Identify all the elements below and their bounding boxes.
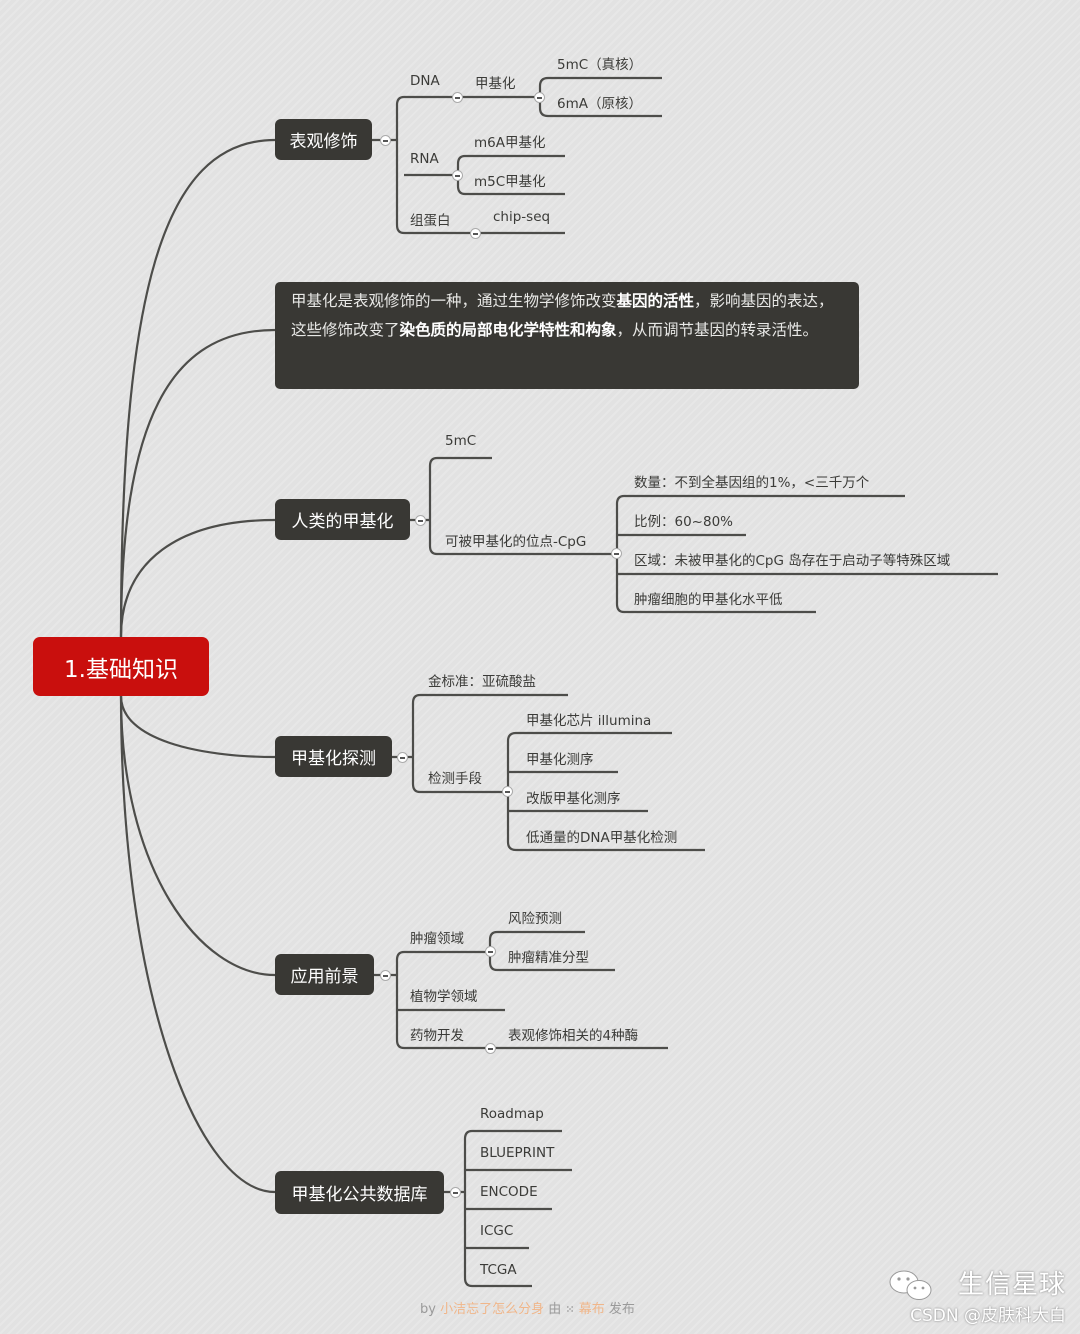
label-tumor-level: 肿瘤细胞的甲基化水平低: [634, 592, 783, 608]
label-dna: DNA: [410, 73, 440, 89]
collapse-toggle-icon[interactable]: [452, 92, 463, 103]
node-detection[interactable]: 甲基化探测: [275, 736, 392, 777]
desc-text: 甲基化是表观修饰的一种，通过生物学修饰改变: [291, 292, 617, 310]
collapse-toggle-icon[interactable]: [485, 1043, 496, 1054]
collapse-toggle-icon[interactable]: [380, 970, 391, 981]
footer-via: 由: [548, 1302, 562, 1317]
label-drug: 药物开发: [410, 1028, 464, 1044]
desc-bold: 基因的活性: [616, 292, 695, 310]
node-label: 应用前景: [290, 967, 359, 987]
root-label: 1.基础知识: [64, 656, 178, 683]
label-cpg: 可被甲基化的位点-CpG: [445, 534, 587, 550]
label-ratio: 比例：60~80%: [634, 514, 733, 530]
footer-app[interactable]: 幕布: [578, 1302, 605, 1317]
collapse-toggle-icon[interactable]: [470, 228, 481, 239]
label-region: 区域：未被甲基化的CpG 岛存在于启动子等特殊区域: [634, 553, 951, 569]
label-lowthru: 低通量的DNA甲基化检测: [526, 830, 678, 846]
footer-credit: by 小洁忘了怎么分身 由 ⁙ 幕布 发布: [420, 1298, 635, 1317]
label-seq: 甲基化测序: [526, 752, 594, 768]
label-m5c: m5C甲基化: [474, 174, 546, 190]
label-5mc-euk: 5mC（真核）: [557, 57, 643, 73]
watermark: 生信星球 CSDN @皮肤科大白: [910, 1264, 1066, 1326]
collapse-toggle-icon[interactable]: [611, 548, 622, 559]
node-epigenetics[interactable]: 表观修饰: [275, 119, 372, 160]
collapse-toggle-icon[interactable]: [485, 946, 496, 957]
collapse-toggle-icon[interactable]: [380, 135, 391, 146]
label-tumor-field: 肿瘤领域: [410, 931, 464, 947]
watermark-title: 生信星球: [957, 1270, 1066, 1300]
node-label: 甲基化公共数据库: [291, 1185, 428, 1205]
node-human-methylation[interactable]: 人类的甲基化: [275, 499, 410, 540]
footer-author[interactable]: 小洁忘了怎么分身: [440, 1302, 545, 1317]
collapse-toggle-icon[interactable]: [502, 786, 513, 797]
mubu-logo-icon: ⁙: [565, 1303, 575, 1316]
label-methods: 检测手段: [428, 771, 482, 787]
db-item: ENCODE: [480, 1184, 538, 1200]
footer-publish: 发布: [608, 1302, 635, 1317]
wechat-icon: [889, 1270, 932, 1300]
description-node[interactable]: 甲基化是表观修饰的一种，通过生物学修饰改变基因的活性，影响基因的表达，这些修饰改…: [275, 282, 859, 389]
db-item: Roadmap: [480, 1106, 544, 1122]
collapse-toggle-icon[interactable]: [452, 170, 463, 181]
label-modseq: 改版甲基化测序: [526, 791, 621, 807]
root-node[interactable]: 1.基础知识: [33, 637, 209, 696]
collapse-toggle-icon[interactable]: [534, 92, 545, 103]
label-5mc: 5mC: [445, 433, 477, 449]
collapse-toggle-icon[interactable]: [397, 752, 408, 763]
label-m6a: m6A甲基化: [474, 135, 546, 151]
label-chipseq: chip-seq: [493, 209, 551, 225]
watermark-csdn: CSDN @皮肤科大白: [910, 1306, 1066, 1326]
label-dna-methylation: 甲基化: [475, 76, 516, 92]
desc-bold: 染色质的局部电化学特性和构象: [399, 321, 617, 339]
label-count: 数量：不到全基因组的1%，<三千万个: [634, 475, 870, 491]
label-risk: 风险预测: [508, 911, 562, 927]
label-rna: RNA: [410, 151, 439, 167]
node-application[interactable]: 应用前景: [275, 954, 374, 995]
db-item: BLUEPRINT: [480, 1145, 555, 1161]
label-6ma-prok: 6mA（原核）: [557, 96, 642, 112]
collapse-toggle-icon[interactable]: [415, 515, 426, 526]
footer-by: by: [420, 1302, 436, 1317]
collapse-toggle-icon[interactable]: [450, 1187, 461, 1198]
node-label: 人类的甲基化: [291, 512, 394, 532]
label-histone: 组蛋白: [410, 213, 451, 229]
label-gold-standard: 金标准：亚硫酸盐: [428, 674, 536, 690]
desc-text: ，影响基因的表达，这些修饰改变了: [291, 292, 834, 339]
label-subtype: 肿瘤精准分型: [508, 950, 589, 966]
node-databases[interactable]: 甲基化公共数据库: [275, 1171, 444, 1214]
db-item: TCGA: [480, 1262, 517, 1278]
db-item: ICGC: [480, 1223, 514, 1239]
label-enzymes: 表观修饰相关的4种酶: [508, 1028, 639, 1044]
node-label: 甲基化探测: [291, 749, 376, 769]
desc-text: ，从而调节基因的转录活性。: [616, 321, 819, 339]
label-plant: 植物学领域: [410, 989, 478, 1005]
label-chip: 甲基化芯片 illumina: [526, 713, 652, 729]
node-label: 表观修饰: [289, 132, 358, 152]
